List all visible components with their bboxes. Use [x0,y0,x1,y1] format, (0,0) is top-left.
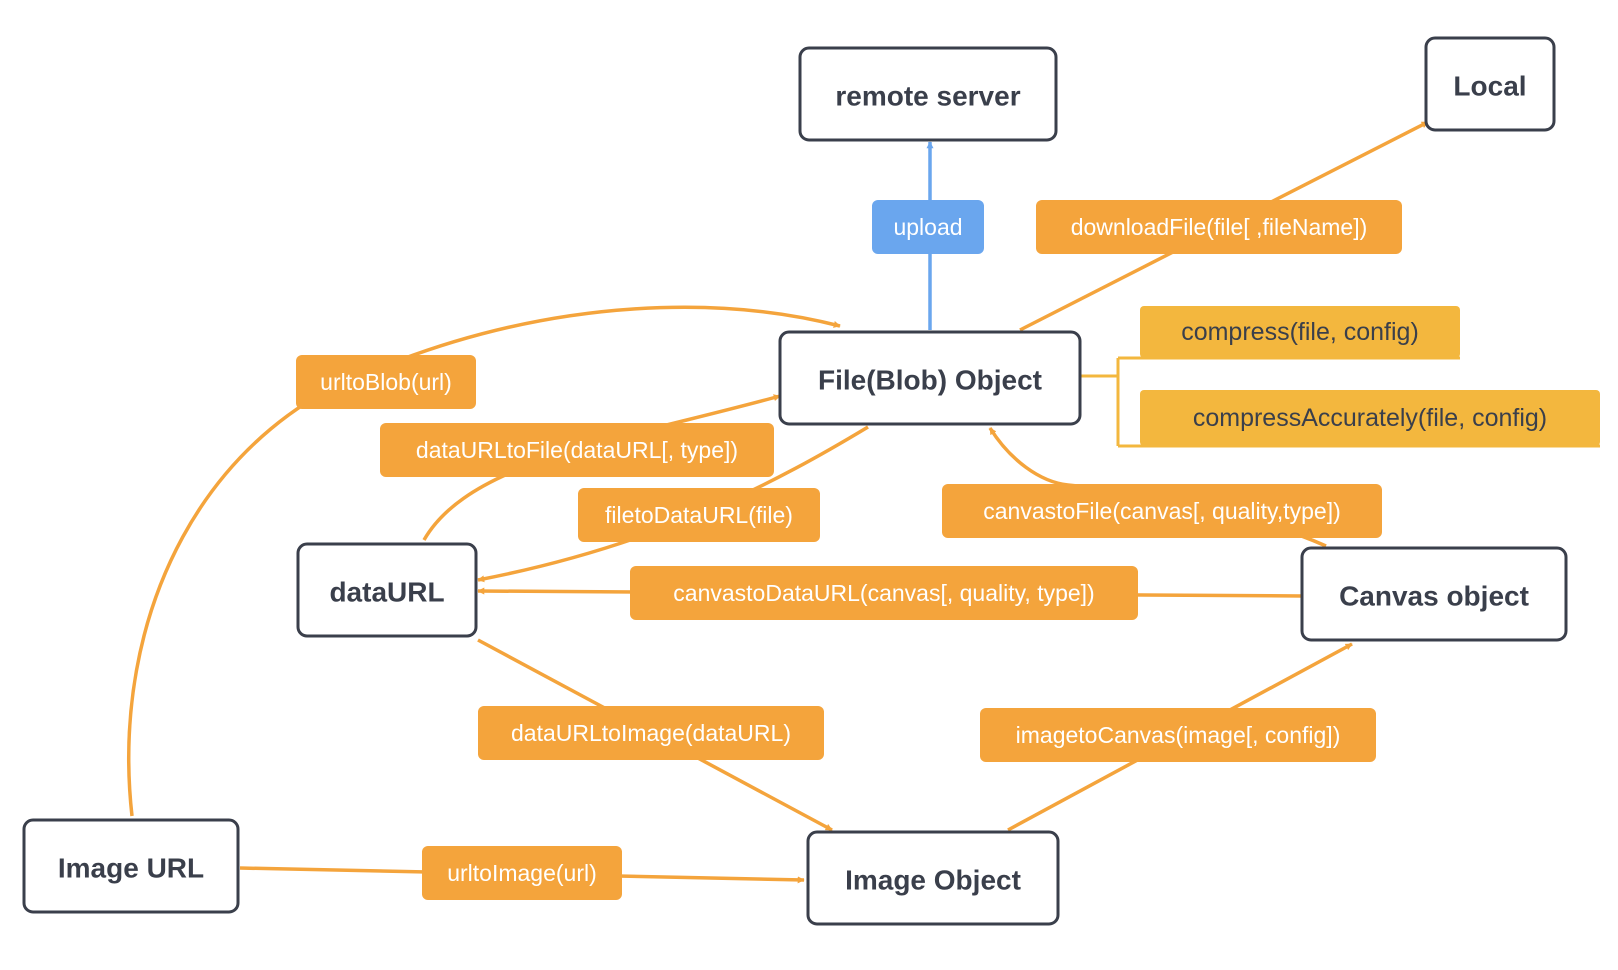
svg-text:compress(file, config): compress(file, config) [1181,318,1419,346]
svg-text:imagetoCanvas(image[, config]): imagetoCanvas(image[, config]) [1016,722,1341,748]
label-image-to-canvas: imagetoCanvas(image[, config]) [980,708,1376,762]
node-local: Local [1424,36,1556,132]
svg-text:upload: upload [893,214,962,240]
label-canvas-to-data-url: canvastoDataURL(canvas[, quality, type]) [630,566,1138,620]
node-image-url: Image URL [22,818,240,914]
label-compress: compress(file, config) [1140,306,1460,358]
svg-text:canvastoDataURL(canvas[, quali: canvastoDataURL(canvas[, quality, type]) [673,580,1094,606]
svg-text:dataURL: dataURL [329,577,444,608]
svg-text:urltoBlob(url): urltoBlob(url) [320,369,452,395]
label-file-to-data-url: filetoDataURL(file) [578,488,820,542]
node-file-blob-object: File(Blob) Object [778,330,1082,426]
node-canvas-object: Canvas object [1300,546,1568,642]
node-remote-server: remote server [798,46,1058,142]
edge-compress-bracket [1080,356,1600,448]
svg-text:dataURLtoImage(dataURL): dataURLtoImage(dataURL) [511,720,791,746]
svg-text:filetoDataURL(file): filetoDataURL(file) [605,502,793,528]
svg-text:dataURLtoFile(dataURL[, type]): dataURLtoFile(dataURL[, type]) [416,437,738,463]
svg-text:Local: Local [1453,71,1526,102]
edge-labels: upload downloadFile(file[ ,fileName]) co… [296,200,1600,900]
svg-text:compressAccurately(file, confi: compressAccurately(file, config) [1193,404,1547,432]
label-upload: upload [872,200,984,254]
svg-text:downloadFile(file[ ,fileName]): downloadFile(file[ ,fileName]) [1071,214,1368,240]
node-image-object: Image Object [806,830,1060,926]
svg-text:File(Blob) Object: File(Blob) Object [818,365,1042,396]
label-compress-accurately: compressAccurately(file, config) [1140,390,1600,446]
svg-text:urltoImage(url): urltoImage(url) [447,860,597,886]
nodes: remote server Local File(Blob) Object da… [22,36,1568,926]
svg-text:remote server: remote server [835,81,1020,112]
label-data-url-to-file: dataURLtoFile(dataURL[, type]) [380,423,774,477]
svg-text:Image Object: Image Object [845,865,1021,896]
label-data-url-to-image: dataURLtoImage(dataURL) [478,706,824,760]
label-url-to-blob: urltoBlob(url) [296,355,476,409]
node-data-url: dataURL [296,542,478,638]
svg-text:Image URL: Image URL [58,853,204,884]
svg-text:Canvas object: Canvas object [1339,581,1529,612]
svg-text:canvastoFile(canvas[, quality,: canvastoFile(canvas[, quality,type]) [983,498,1341,524]
label-canvas-to-file: canvastoFile(canvas[, quality,type]) [942,484,1382,538]
label-download-file: downloadFile(file[ ,fileName]) [1036,200,1402,254]
label-url-to-image: urltoImage(url) [422,846,622,900]
